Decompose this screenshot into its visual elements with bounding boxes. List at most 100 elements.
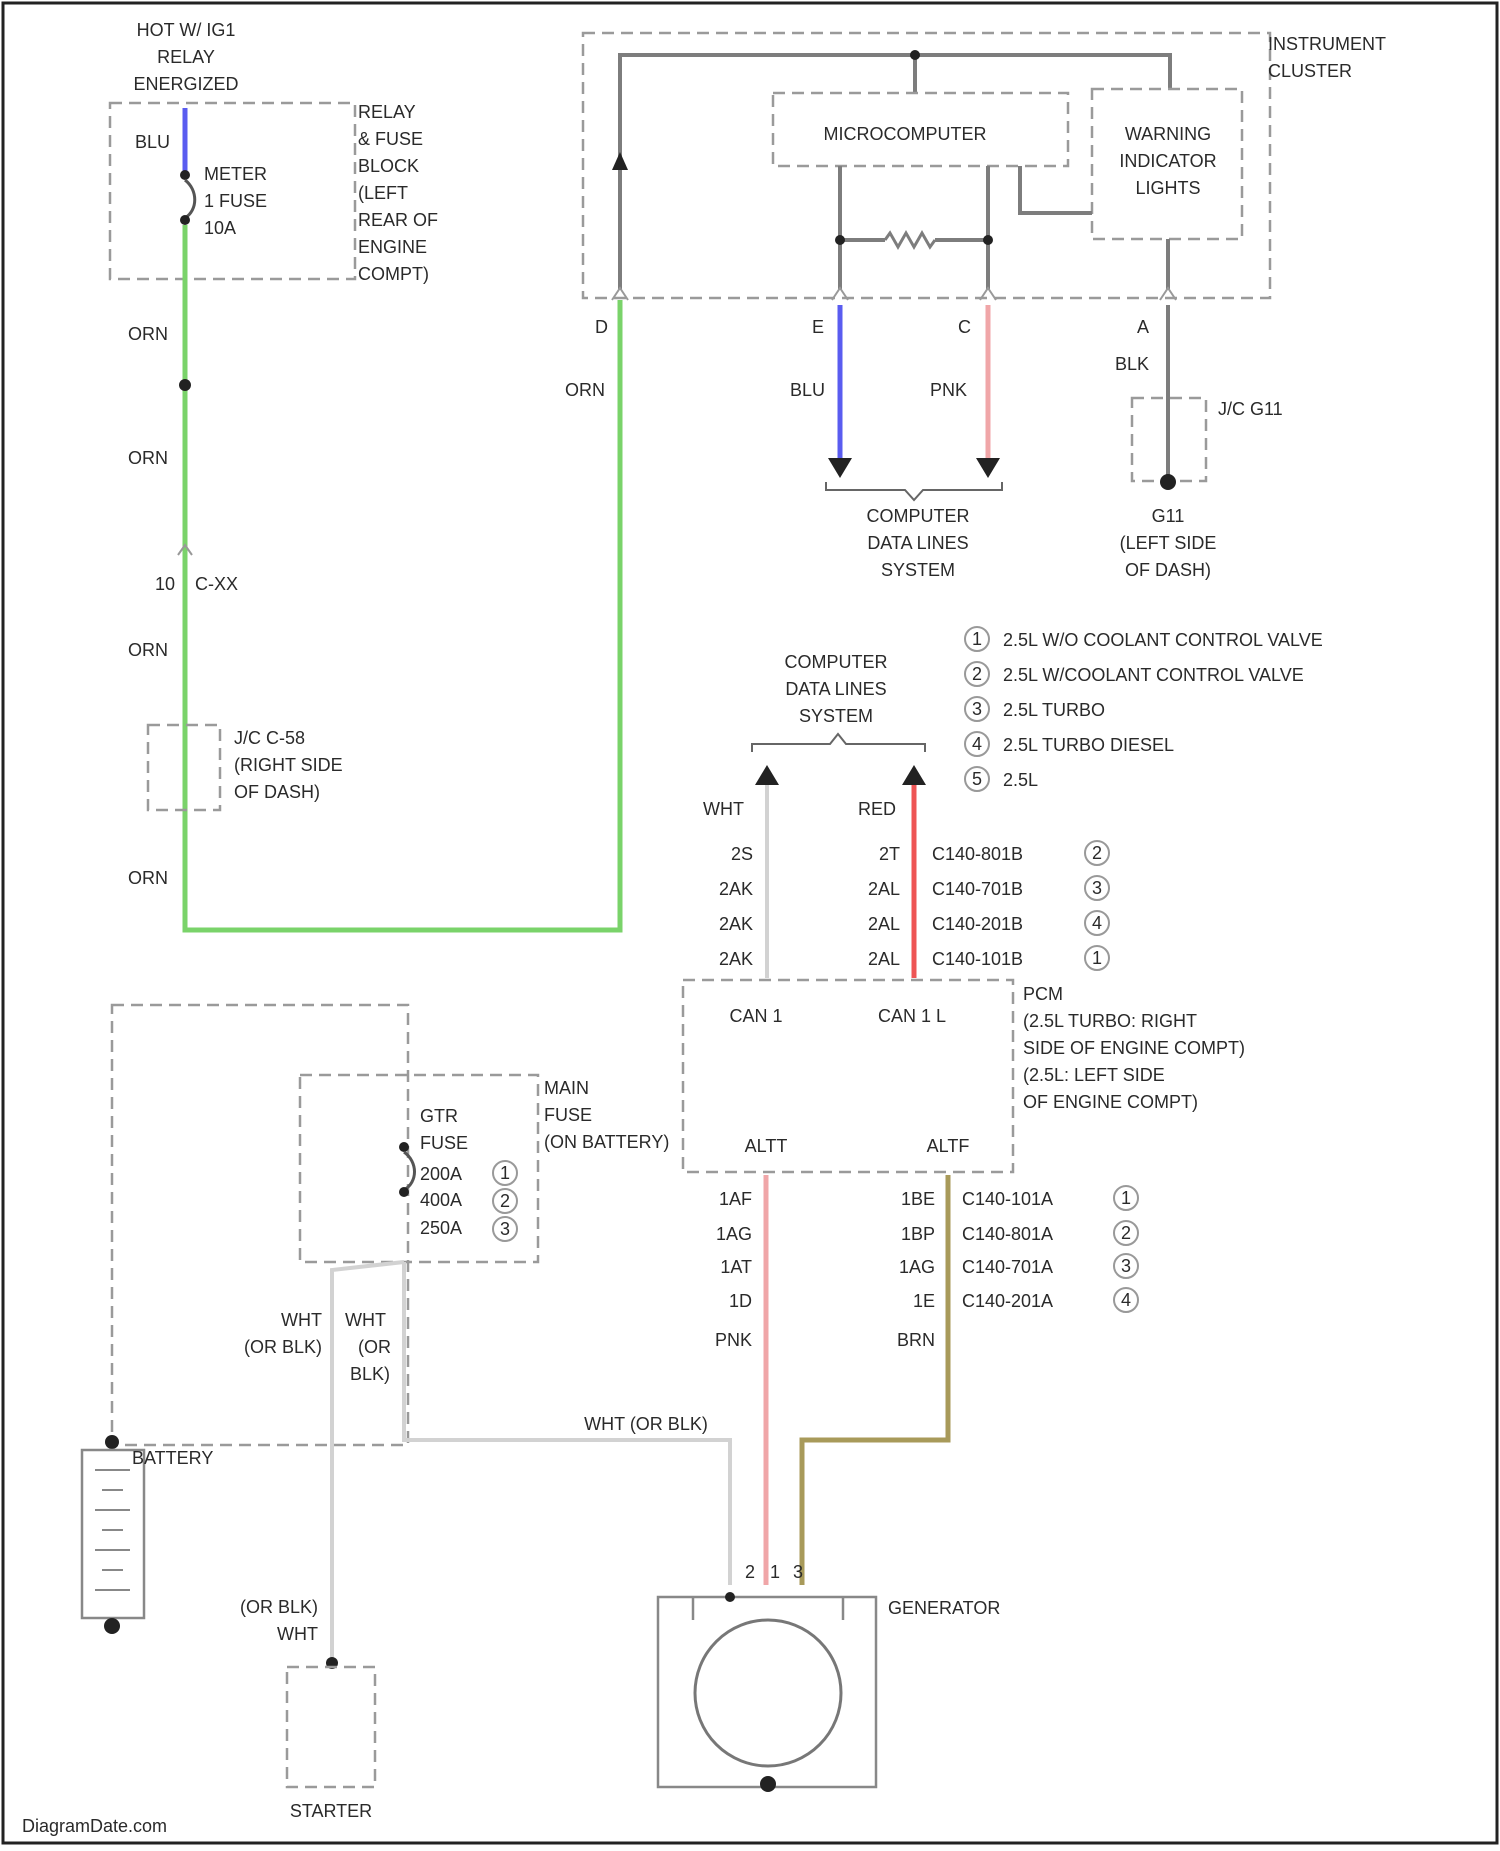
cluster-current-arrow [612,152,628,170]
can-pnk-label: PNK [930,380,967,400]
data-lines-label-pcm: COMPUTER DATA LINES SYSTEM [785,652,888,726]
svg-text:2AK: 2AK [719,879,753,899]
orn-label-3: ORN [128,640,168,660]
svg-text:5: 5 [972,769,982,789]
pcm-top-connectors: C140-801B C140-701B C140-201B C140-101B [932,844,1023,969]
svg-text:SYSTEM: SYSTEM [881,560,955,580]
starter-box [287,1667,375,1787]
fuse-terminal-top [180,170,190,180]
svg-text:HOT W/ IG1: HOT W/ IG1 [137,20,236,40]
battery-ground-icon [104,1618,120,1634]
hot-label: HOT W/ IG1 RELAY ENERGIZED [133,20,238,94]
pcm-pnk-label: PNK [715,1330,752,1350]
svg-text:WHT: WHT [345,1310,386,1330]
pcm-can-h-label: CAN 1 [729,1006,782,1026]
svg-text:1AF: 1AF [719,1189,752,1209]
svg-text:10A: 10A [204,218,236,238]
svg-text:CLUSTER: CLUSTER [1268,61,1352,81]
svg-text:1: 1 [1121,1188,1131,1208]
svg-text:1D: 1D [729,1291,752,1311]
orn-wire-main [185,225,620,930]
svg-text:DATA LINES: DATA LINES [785,679,886,699]
svg-text:2AK: 2AK [719,914,753,934]
svg-text:1: 1 [770,1562,780,1582]
pcm-wht-arrow [755,765,779,785]
battery-positive-terminal [105,1435,119,1449]
svg-text:C140-701B: C140-701B [932,879,1023,899]
svg-text:BLK): BLK) [350,1364,390,1384]
pcm-wht-label: WHT [703,799,744,819]
svg-text:2T: 2T [879,844,900,864]
watermark: DiagramDate.com [22,1816,167,1836]
svg-text:(ON BATTERY): (ON BATTERY) [544,1132,669,1152]
main-fuse-rating-label: GTR FUSE 200A 400A 250A [420,1106,468,1238]
pcm-top-right-pins: 2T 2AL 2AL 2AL [868,844,900,969]
svg-text:OF ENGINE COMPT): OF ENGINE COMPT) [1023,1092,1198,1112]
svg-text:400A: 400A [420,1190,462,1210]
svg-text:ENGINE: ENGINE [358,237,427,257]
battery-icon [82,1450,144,1618]
cluster-pin-a: A [1137,317,1149,337]
pcm-bottom-variants: 1 2 3 4 [1114,1186,1138,1312]
pcm-red-label: RED [858,799,896,819]
svg-text:C140-201B: C140-201B [932,914,1023,934]
svg-text:3: 3 [972,699,982,719]
terminating-resistor-icon [885,233,935,247]
svg-text:(2.5L TURBO: RIGHT: (2.5L TURBO: RIGHT [1023,1011,1197,1031]
orn-label-1: ORN [128,324,168,344]
svg-text:1AG: 1AG [899,1257,935,1277]
battery-cells-icon [95,1470,130,1590]
svg-text:(OR: (OR [358,1337,391,1357]
svg-text:200A: 200A [420,1164,462,1184]
svg-text:INSTRUMENT: INSTRUMENT [1268,34,1386,54]
svg-text:2: 2 [972,664,982,684]
data-lines-brace-pcm [752,734,925,752]
svg-text:(2.5L: LEFT SIDE: (2.5L: LEFT SIDE [1023,1065,1165,1085]
svg-text:1 FUSE: 1 FUSE [204,191,267,211]
orn-label-4: ORN [128,868,168,888]
svg-text:250A: 250A [420,1218,462,1238]
wht-right-label: WHT (OR BLK) [345,1310,391,1384]
svg-text:G11: G11 [1152,506,1185,526]
can-blu-label: BLU [790,380,825,400]
svg-text:2AL: 2AL [868,914,900,934]
cluster-pin-c: C [958,317,971,337]
legend-text-3: 2.5L TURBO [1003,700,1105,720]
svg-text:& FUSE: & FUSE [358,129,423,149]
svg-text:RELAY: RELAY [358,102,416,122]
cluster-pin-d: D [595,317,608,337]
svg-text:2AL: 2AL [868,949,900,969]
meter-fuse-label: METER 1 FUSE 10A [204,164,267,238]
blk-wire-label: BLK [1115,354,1149,374]
instrument-cluster-label: INSTRUMENT CLUSTER [1268,34,1386,81]
starter-label: STARTER [290,1801,372,1821]
svg-text:WHT: WHT [281,1310,322,1330]
svg-text:SYSTEM: SYSTEM [799,706,873,726]
starter-wire-label: (OR BLK) WHT [240,1597,318,1644]
main-fuse-terminal-bottom [399,1187,409,1197]
meter-fuse-symbol [185,180,195,218]
orn-label-2: ORN [128,448,168,468]
svg-text:WARNING: WARNING [1125,124,1211,144]
svg-text:C140-101B: C140-101B [932,949,1023,969]
main-fuse-terminal-top [399,1142,409,1152]
cluster-orn-label: ORN [565,380,605,400]
svg-text:FUSE: FUSE [420,1133,468,1153]
svg-text:FUSE: FUSE [544,1105,592,1125]
gen-pin-labels: 2 1 3 [745,1562,803,1582]
svg-text:1AG: 1AG [716,1224,752,1244]
data-lines-label-top: COMPUTER DATA LINES SYSTEM [867,506,970,580]
svg-text:C140-101A: C140-101A [962,1189,1053,1209]
pcm-brn-label: BRN [897,1330,935,1350]
microcomputer-label: MICROCOMPUTER [824,124,987,144]
blu-wire-label: BLU [135,132,170,152]
svg-text:C140-801A: C140-801A [962,1224,1053,1244]
svg-text:2S: 2S [731,844,753,864]
wht-long-label: WHT (OR BLK) [584,1414,708,1434]
pcm-can-l-label: CAN 1 L [878,1006,946,1026]
svg-text:RELAY: RELAY [157,47,215,67]
wht-left-label: WHT (OR BLK) [244,1310,322,1357]
svg-text:METER: METER [204,164,267,184]
svg-text:INDICATOR: INDICATOR [1119,151,1216,171]
